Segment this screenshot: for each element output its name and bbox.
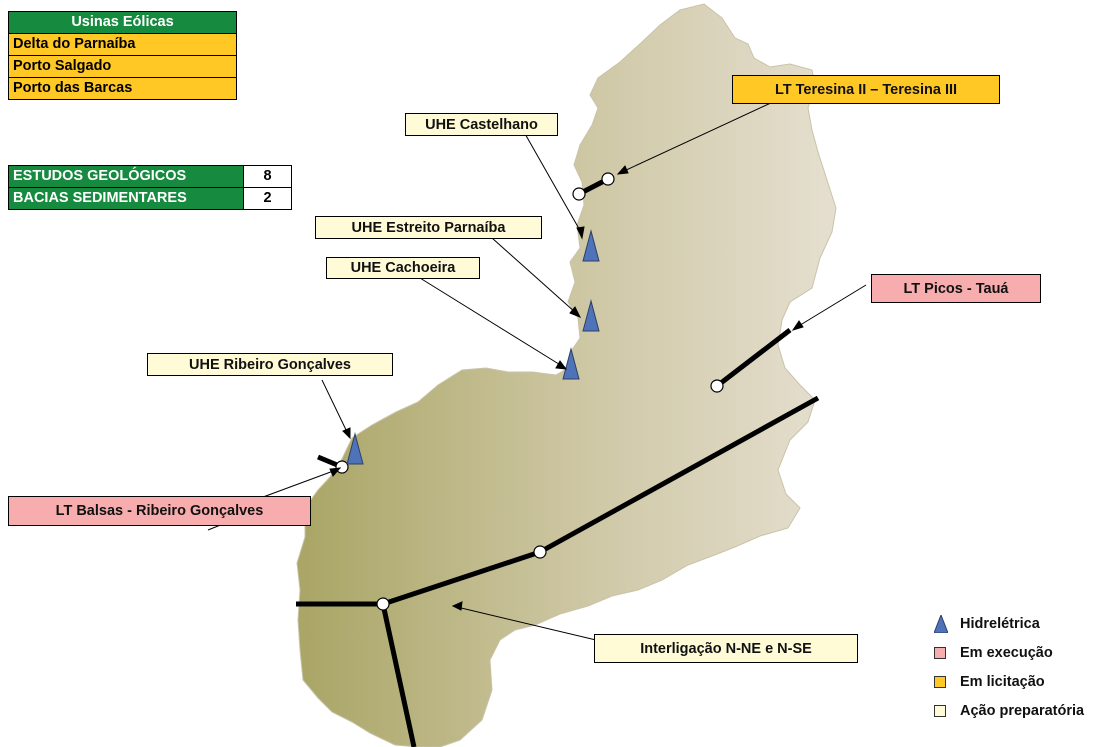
wind-plants-table: Usinas Eólicas Delta do Parnaíba Porto S… bbox=[8, 11, 237, 100]
legend-item-execucao: Em execução bbox=[934, 638, 1084, 667]
yellow-square-icon bbox=[934, 675, 946, 688]
line-interligacao-main bbox=[382, 549, 541, 607]
studies-row: ESTUDOS GEOLÓGICOS 8 bbox=[8, 165, 292, 188]
hydro-cachoeira-icon bbox=[562, 347, 580, 380]
legend-item-licitacao: Em licitação bbox=[934, 667, 1084, 696]
label-lt-teresina: LT Teresina II – Teresina III bbox=[732, 75, 1000, 104]
studies-table: ESTUDOS GEOLÓGICOS 8 BACIAS SEDIMENTARES… bbox=[8, 165, 292, 210]
studies-value: 2 bbox=[243, 187, 292, 210]
substation-teresina-a bbox=[572, 187, 586, 201]
substation-junction bbox=[376, 597, 390, 611]
wind-plant-row: Delta do Parnaíba bbox=[8, 33, 237, 56]
wind-plant-row: Porto das Barcas bbox=[8, 77, 237, 100]
wind-plant-row: Porto Salgado bbox=[8, 55, 237, 78]
line-interligacao-east bbox=[538, 395, 820, 555]
cream-square-icon bbox=[934, 704, 946, 717]
studies-label: BACIAS SEDIMENTARES bbox=[8, 187, 244, 210]
hydro-estreito-icon bbox=[582, 299, 600, 332]
hydro-ribeiro-icon bbox=[346, 432, 364, 465]
legend-label: Hidrelétrica bbox=[960, 615, 1040, 632]
label-interligacao: Interligação N-NE e N-SE bbox=[594, 634, 858, 663]
studies-value: 8 bbox=[243, 165, 292, 188]
studies-row: BACIAS SEDIMENTARES 2 bbox=[8, 187, 292, 210]
label-uhe-ribeiro: UHE Ribeiro Gonçalves bbox=[147, 353, 393, 376]
hydro-plants bbox=[346, 229, 600, 465]
legend-item-hidreletrica: Hidrelétrica bbox=[934, 609, 1084, 638]
studies-label: ESTUDOS GEOLÓGICOS bbox=[8, 165, 244, 188]
substation-mid bbox=[533, 545, 547, 559]
pink-square-icon bbox=[934, 646, 946, 659]
label-lt-picos: LT Picos - Tauá bbox=[871, 274, 1041, 303]
substations bbox=[335, 172, 724, 611]
wind-table-header: Usinas Eólicas bbox=[8, 11, 237, 34]
substation-ribeiro bbox=[335, 460, 349, 474]
hydro-castelhano-icon bbox=[582, 229, 600, 262]
substation-teresina-b bbox=[601, 172, 615, 186]
label-uhe-estreito: UHE Estreito Parnaíba bbox=[315, 216, 542, 239]
legend-label: Em execução bbox=[960, 644, 1053, 661]
leader-arrows bbox=[207, 94, 867, 641]
hydro-triangle-icon bbox=[934, 614, 948, 633]
line-interligacao-south bbox=[380, 603, 417, 747]
label-uhe-cachoeira: UHE Cachoeira bbox=[326, 257, 480, 279]
substation-picos bbox=[710, 379, 724, 393]
legend-label: Ação preparatória bbox=[960, 702, 1085, 719]
map-legend: Hidrelétrica Em execução Em licitação Aç… bbox=[934, 609, 1084, 725]
line-picos-taua bbox=[715, 328, 792, 388]
label-lt-balsas: LT Balsas - Ribeiro Gonçalves bbox=[8, 496, 311, 526]
legend-label: Em licitação bbox=[960, 673, 1045, 690]
legend-item-preparatoria: Ação preparatória bbox=[934, 696, 1084, 725]
transmission-lines bbox=[296, 176, 820, 747]
label-uhe-castelhano: UHE Castelhano bbox=[405, 113, 558, 136]
